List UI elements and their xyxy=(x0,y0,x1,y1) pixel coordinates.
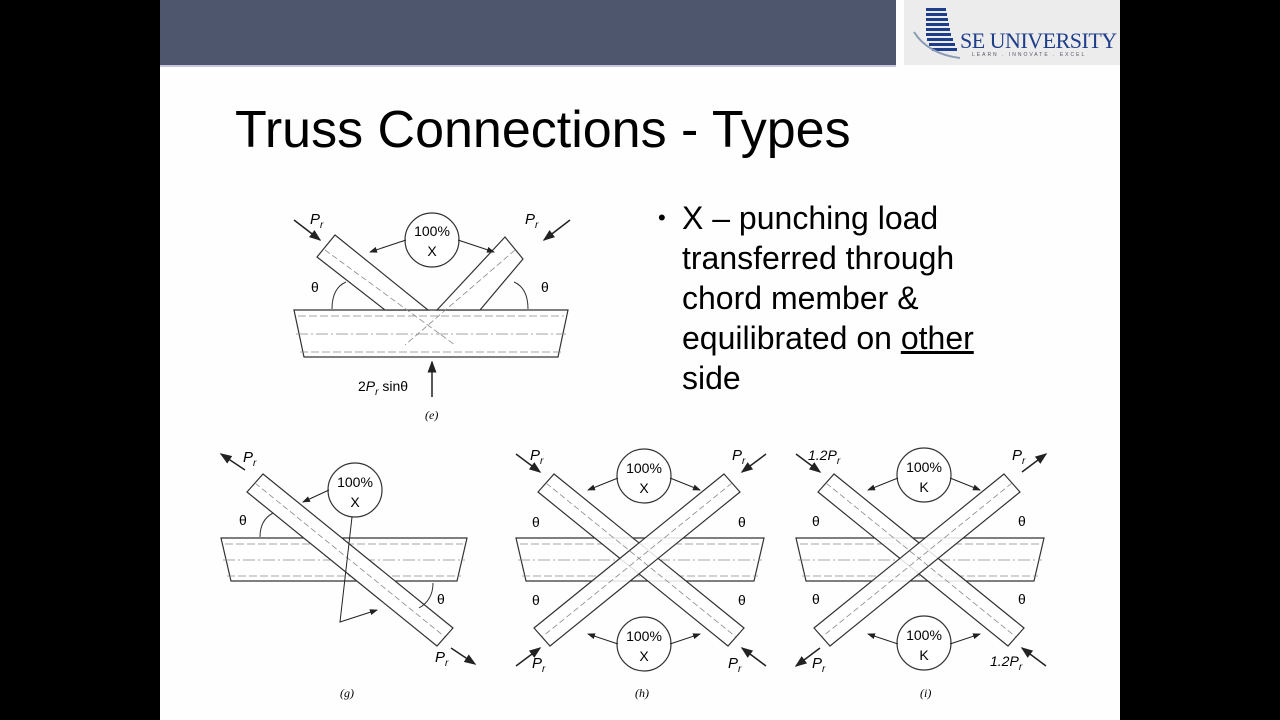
svg-text:K: K xyxy=(919,647,929,663)
slide-title: Truss Connections - Types xyxy=(235,101,851,159)
svg-text:θ: θ xyxy=(437,591,445,607)
svg-text:Pr: Pr xyxy=(530,447,544,467)
svg-text:θ: θ xyxy=(812,591,820,607)
svg-text:θ: θ xyxy=(532,514,540,530)
figure-i-diagram: 100% K 100% K 1.2Pr Pr Pr 1.2Pr θ θ θ θ … xyxy=(794,447,1048,700)
svg-text:X: X xyxy=(639,648,649,664)
logo-building-icon xyxy=(913,8,961,59)
header-band xyxy=(160,0,896,65)
bullet-line-4-text: equilibrated on xyxy=(682,320,901,356)
header-divider xyxy=(160,65,896,67)
svg-text:Pr: Pr xyxy=(532,655,546,675)
svg-text:X: X xyxy=(350,494,360,510)
logo-name: SE UNIVERSITY xyxy=(960,28,1117,53)
svg-text:100%: 100% xyxy=(906,627,942,643)
bullet-line-3: chord member & xyxy=(682,280,919,316)
bullet-line-4: equilibrated on other xyxy=(682,318,1058,358)
underlined-word: other xyxy=(900,320,974,356)
svg-text:Pr: Pr xyxy=(525,211,539,231)
svg-text:θ: θ xyxy=(812,513,820,529)
bullet-line-2: transferred through xyxy=(682,240,955,276)
bullet-point: • X – punching load transferred through … xyxy=(658,198,1058,398)
figure-e-type: X xyxy=(427,243,437,259)
svg-text:2Pr sinθ: 2Pr sinθ xyxy=(358,378,408,398)
svg-text:100%: 100% xyxy=(906,459,942,475)
svg-text:Pr: Pr xyxy=(310,211,324,231)
bullet-line-5: side xyxy=(682,360,741,396)
svg-text:X: X xyxy=(639,480,649,496)
theta-label: θ xyxy=(311,279,319,295)
svg-text:Pr: Pr xyxy=(1012,447,1026,467)
svg-text:1.2Pr: 1.2Pr xyxy=(990,653,1023,673)
svg-text:θ: θ xyxy=(239,512,247,528)
svg-text:Pr: Pr xyxy=(728,655,742,675)
svg-text:100%: 100% xyxy=(337,474,373,490)
figure-g-diagram: 100% X Pr Pr θ θ (g) xyxy=(219,449,477,700)
bullet-line-1: X – punching load xyxy=(682,200,939,236)
slide: SE UNIVERSITY LEARN . INNOVATE . EXCEL T… xyxy=(160,0,1120,720)
bullet-marker: • xyxy=(658,205,666,230)
figure-e-percent: 100% xyxy=(414,223,450,239)
svg-text:θ: θ xyxy=(738,592,746,608)
figure-e-caption: (e) xyxy=(425,408,438,422)
figure-h-caption: (h) xyxy=(635,686,649,700)
svg-text:K: K xyxy=(919,479,929,495)
figure-i-caption: (i) xyxy=(920,686,931,700)
figure-g-caption: (g) xyxy=(340,686,354,700)
figure-h-diagram: 100% X 100% X Pr Pr Pr Pr θ θ θ θ (h) xyxy=(515,447,767,700)
theta-label: θ xyxy=(541,279,549,295)
svg-text:θ: θ xyxy=(1018,513,1026,529)
svg-text:θ: θ xyxy=(1018,591,1026,607)
svg-text:Pr: Pr xyxy=(812,655,826,675)
svg-text:Pr: Pr xyxy=(243,449,257,469)
svg-text:Pr: Pr xyxy=(435,649,449,669)
figure-e-diagram: 100% X Pr Pr θ θ 2Pr sinθ (e) xyxy=(293,211,571,422)
svg-text:θ: θ xyxy=(532,592,540,608)
svg-text:100%: 100% xyxy=(626,628,662,644)
svg-text:Pr: Pr xyxy=(732,447,746,467)
svg-text:100%: 100% xyxy=(626,460,662,476)
svg-text:θ: θ xyxy=(738,514,746,530)
university-logo: SE UNIVERSITY LEARN . INNOVATE . EXCEL xyxy=(904,0,1120,65)
logo-tagline: LEARN . INNOVATE . EXCEL xyxy=(972,52,1087,58)
svg-text:1.2Pr: 1.2Pr xyxy=(808,447,841,467)
